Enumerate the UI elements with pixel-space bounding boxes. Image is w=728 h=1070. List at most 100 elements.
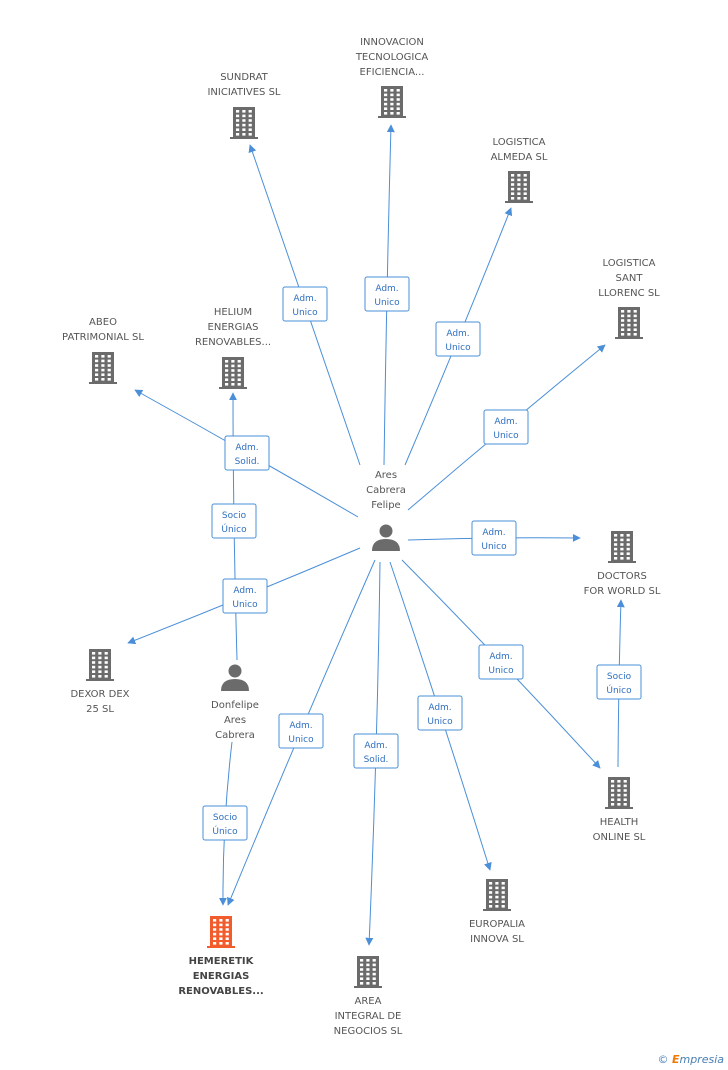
- edge-label-line: Adm.: [235, 443, 258, 453]
- node-label-line: PATRIMONIAL SL: [62, 332, 144, 343]
- node-label-line: DEXOR DEX: [70, 689, 129, 700]
- edge-label-line: Unico: [493, 431, 519, 441]
- edge-label-ares-to-abeo[interactable]: Adm. Solid.: [224, 435, 270, 471]
- edge-label-line: Adm.: [364, 741, 387, 751]
- node-label-line: ALMEDA SL: [491, 152, 548, 163]
- node-sundrat[interactable]: SUNDRAT INICIATIVES SL: [207, 72, 281, 139]
- node-label-line: Felipe: [371, 500, 400, 511]
- node-label-line: NEGOCIOS SL: [334, 1026, 403, 1037]
- person-icon: [372, 524, 400, 551]
- edge-label-line: Adm.: [233, 586, 256, 596]
- edges-layer: [127, 124, 625, 946]
- node-label-line: ENERGIAS: [193, 971, 250, 982]
- edge-labels-layer: Adm.UnicoAdm.UnicoAdm.UnicoAdm.UnicoAdm.…: [202, 276, 642, 841]
- person-icon: [221, 664, 249, 691]
- edge-label-line: Único: [221, 523, 247, 535]
- edge-label-line: Solid.: [364, 755, 389, 765]
- copyright-symbol: ©: [657, 1053, 669, 1066]
- node-label-line: INNOVA SL: [470, 934, 524, 945]
- edge-label-ares-to-area[interactable]: Adm. Solid.: [353, 733, 399, 769]
- edge-label-line: Adm.: [375, 284, 398, 294]
- edge-label-ares-to-health[interactable]: Adm.Unico: [478, 644, 524, 680]
- edge-label-line: Adm.: [428, 703, 451, 713]
- node-label-line: 25 SL: [86, 704, 114, 715]
- building-icon: [354, 956, 382, 988]
- node-llorenc[interactable]: LOGISTICA SANT LLORENC SL: [598, 258, 660, 339]
- building-icon: [230, 107, 258, 139]
- node-label-line: ENERGIAS: [208, 322, 259, 333]
- edge-label-line: Unico: [374, 298, 400, 308]
- node-label-line: INNOVACION: [360, 37, 424, 48]
- node-label-line: DOCTORS: [597, 571, 647, 582]
- node-innovacion[interactable]: INNOVACIONTECNOLOGICAEFICIENCIA...: [355, 37, 429, 118]
- building-icon: [378, 86, 406, 118]
- node-label-line: LLORENC SL: [598, 288, 660, 299]
- node-label-line: SANT: [616, 273, 644, 284]
- node-label-line: FOR WORLD SL: [584, 586, 661, 597]
- edge-label-line: Adm.: [289, 721, 312, 731]
- node-label-line: EFICIENCIA...: [360, 67, 425, 78]
- node-label-line: ONLINE SL: [593, 832, 646, 843]
- node-label-line: Ares: [224, 715, 246, 726]
- node-label-line: Cabrera: [366, 485, 406, 496]
- node-doctors[interactable]: DOCTORS FOR WORLD SL: [584, 531, 661, 597]
- edge-label-ares-to-sundrat[interactable]: Adm. Unico: [282, 286, 328, 322]
- building-icon: [86, 649, 114, 681]
- edge-label-ares-to-europalia[interactable]: Adm.Unico: [417, 695, 463, 731]
- edge-label-line: Unico: [232, 600, 258, 610]
- edge-label-line: Socio: [222, 511, 247, 521]
- edge-label-line: Adm.: [489, 652, 512, 662]
- node-abeo[interactable]: ABEO PATRIMONIAL SL: [62, 317, 144, 384]
- node-label-line: Donfelipe: [211, 700, 259, 711]
- node-label-line: INICIATIVES SL: [207, 87, 280, 98]
- edge-label-line: Adm.: [446, 329, 469, 339]
- edge-label-line: Adm.: [494, 417, 517, 427]
- edge-label-ares-to-innovacion[interactable]: Adm. Unico: [364, 276, 410, 312]
- node-helium[interactable]: HELIUM ENERGIAS RENOVABLES...: [195, 307, 271, 389]
- building-icon: [219, 357, 247, 389]
- edge-label-line: Unico: [445, 343, 471, 353]
- node-label-line: HELIUM: [214, 307, 252, 318]
- edge-label-ares-to-dexor[interactable]: Adm. Unico: [222, 578, 268, 614]
- edge-label-line: Solid.: [235, 457, 260, 467]
- edge-label-ares-to-hemeretik[interactable]: Adm. Unico: [278, 713, 324, 749]
- node-almeda[interactable]: LOGISTICA ALMEDA SL: [491, 137, 548, 203]
- node-label-line: INTEGRAL DE: [335, 1011, 402, 1022]
- edge-label-line: Unico: [481, 542, 507, 552]
- edge-label-ares-to-llorenc[interactable]: Adm. Unico: [483, 409, 529, 445]
- footer-brand[interactable]: © Empresia: [657, 1053, 724, 1066]
- building-icon: [505, 171, 533, 203]
- node-label-line: EUROPALIA: [469, 919, 525, 930]
- edge-label-line: Adm.: [482, 528, 505, 538]
- edge-label-line: Socio: [607, 672, 632, 682]
- building-icon: [207, 916, 235, 948]
- brand-logo-e: E: [671, 1053, 680, 1066]
- node-label-line: SUNDRAT: [220, 72, 268, 83]
- node-label-line: RENOVABLES...: [195, 337, 271, 348]
- edge-label-ares-to-doctors[interactable]: Adm. Unico: [471, 520, 517, 556]
- building-icon: [608, 531, 636, 563]
- node-dexor[interactable]: DEXOR DEX 25 SL: [70, 649, 130, 715]
- brand-logo-text: mpresia: [679, 1053, 724, 1066]
- edge-label-ares-to-almeda[interactable]: Adm. Unico: [435, 321, 481, 357]
- node-europalia[interactable]: EUROPALIA INNOVA SL: [469, 879, 525, 945]
- building-icon: [483, 879, 511, 911]
- node-hemeretik[interactable]: HEMERETIKENERGIASRENOVABLES...: [178, 916, 264, 997]
- node-label-line: LOGISTICA: [492, 137, 545, 148]
- node-label-line: LOGISTICA: [602, 258, 655, 269]
- node-label-line: Ares: [375, 470, 397, 481]
- node-label-line: ABEO: [89, 317, 117, 328]
- building-icon: [615, 307, 643, 339]
- edge-label-line: Unico: [288, 735, 314, 745]
- node-label-line: HEMERETIK: [189, 956, 255, 967]
- edge-label-line: Adm.: [293, 294, 316, 304]
- edge-label-line: Unico: [292, 308, 318, 318]
